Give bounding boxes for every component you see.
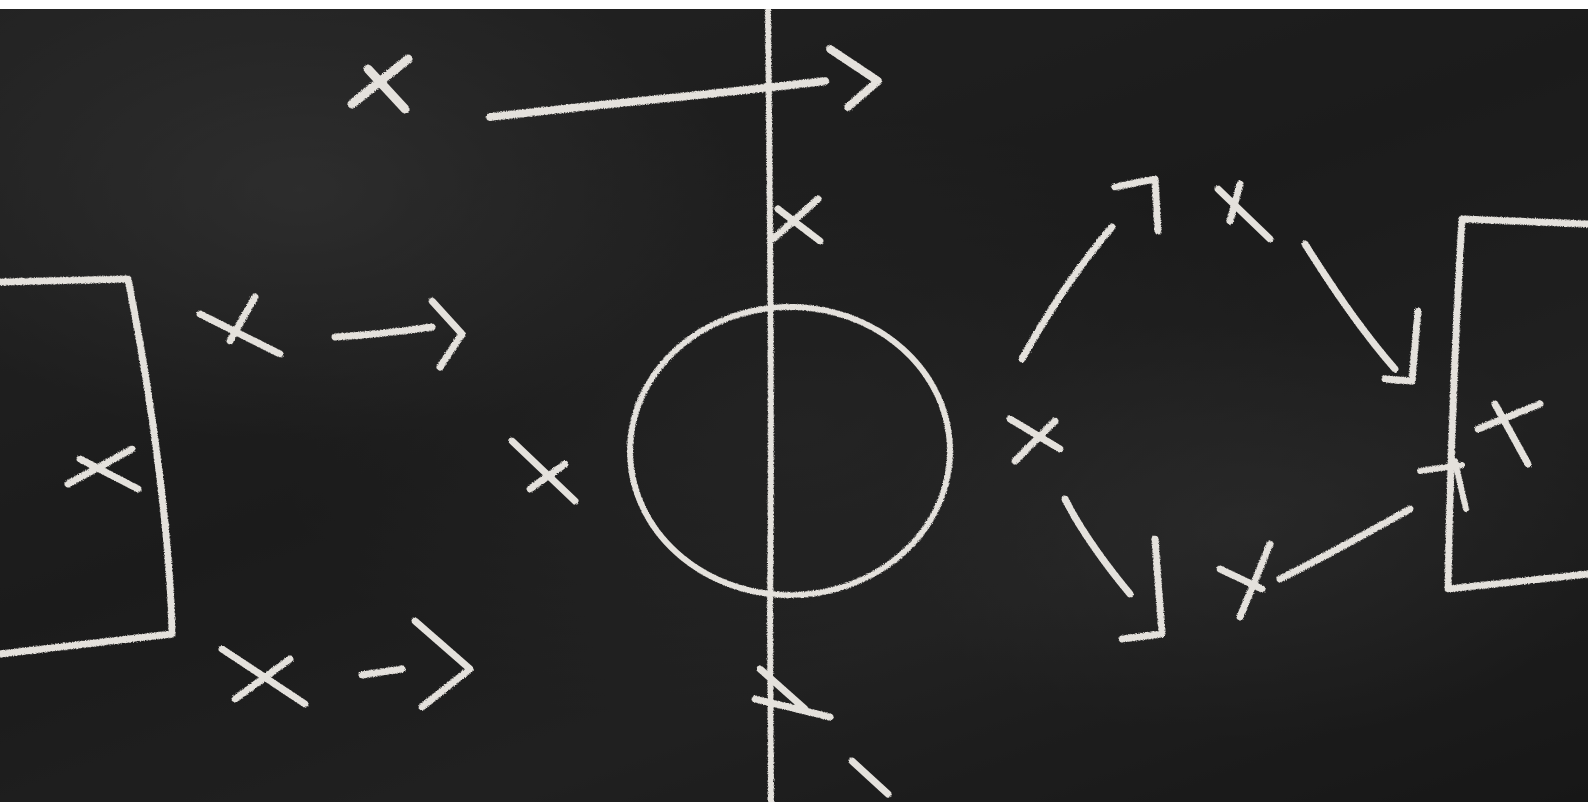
player-cross [1478,404,1540,464]
player-cross [1220,544,1270,617]
arrow [852,761,888,794]
tactics-drawing [0,9,1588,802]
center-circle [630,307,950,595]
left-goal-box [0,279,172,654]
player-cross [512,441,575,501]
right-goal-box [1448,219,1588,589]
arrow [335,301,462,367]
player-cross [773,199,820,241]
player-cross [1420,461,1466,509]
chalkboard [0,9,1588,802]
player-cross [200,297,280,354]
arrow [490,49,878,117]
arrow [362,621,470,707]
player-cross [222,649,305,704]
player-cross [352,59,408,109]
arrow [1022,179,1158,359]
arrow [1305,244,1418,381]
player-cross [755,669,830,717]
player-cross [68,449,138,489]
player-cross [1010,419,1060,461]
arrow [1280,509,1410,579]
player-cross [1218,184,1270,239]
arrow [1065,499,1162,639]
